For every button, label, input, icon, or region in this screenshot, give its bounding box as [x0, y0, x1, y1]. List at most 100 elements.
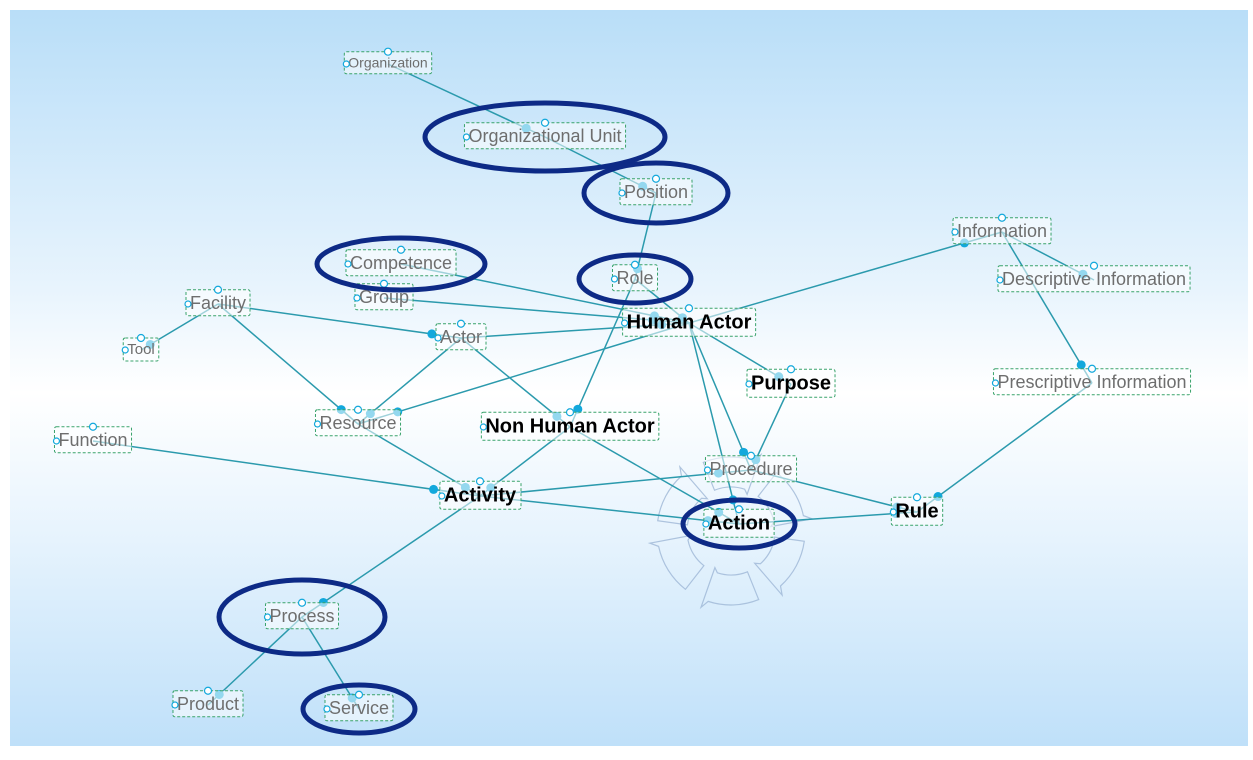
node-non-human-actor[interactable]: Non Human Actor	[479, 408, 660, 441]
connector-ring	[620, 319, 629, 327]
node-label-procedure: Procedure	[709, 459, 792, 479]
connector-ring	[475, 477, 485, 486]
node-prescriptive-information[interactable]: Prescriptive Information	[991, 364, 1192, 396]
node-group[interactable]: Group	[353, 279, 414, 311]
node-label-prescriptive-information: Prescriptive Information	[997, 372, 1186, 392]
node-box-rule	[890, 496, 944, 526]
node-label-role: Role	[616, 268, 653, 288]
connector-ring	[353, 294, 361, 302]
node-position[interactable]: Position	[618, 174, 693, 206]
node-procedure[interactable]: Procedure	[703, 451, 798, 483]
node-tool[interactable]: Tool	[121, 333, 160, 362]
node-service[interactable]: Service	[323, 690, 394, 722]
node-label-actor: Actor	[440, 327, 482, 347]
connector-ring	[184, 300, 192, 308]
node-label-activity: Activity	[444, 484, 517, 506]
node-descriptive-information[interactable]: Descriptive Information	[996, 261, 1191, 293]
connector-ring	[618, 189, 626, 197]
connector-ring	[438, 492, 446, 500]
wheel-segment	[699, 566, 760, 610]
connector-ring	[996, 276, 1004, 284]
edge-layer	[92, 63, 1095, 710]
connector-ring	[565, 408, 575, 417]
node-information[interactable]: Information	[951, 213, 1052, 245]
connector-ring	[88, 422, 98, 431]
connector-ring	[396, 245, 406, 254]
node-activity[interactable]: Activity	[438, 477, 522, 510]
connector-ring	[313, 420, 322, 428]
node-label-process: Process	[269, 606, 334, 626]
node-label-competence: Competence	[350, 253, 452, 273]
node-function[interactable]: Function	[52, 422, 133, 454]
node-label-rule: Rule	[895, 500, 938, 522]
node-product[interactable]: Product	[171, 686, 244, 718]
edge-dot	[1076, 360, 1086, 370]
node-organization[interactable]: Organization	[342, 47, 433, 75]
node-label-organizational-unit: Organizational Unit	[468, 126, 621, 146]
connector-ring	[121, 346, 129, 354]
connector-ring	[479, 423, 487, 431]
node-label-organization: Organization	[348, 55, 427, 71]
connector-ring	[651, 174, 661, 183]
node-box-competence	[345, 249, 457, 277]
node-label-non-human-actor: Non Human Actor	[485, 415, 654, 437]
connector-ring	[912, 493, 922, 502]
connector-ring	[745, 380, 753, 388]
connector-ring	[703, 466, 712, 474]
connector-ring	[746, 451, 756, 460]
edge-function-activity	[92, 440, 481, 497]
edge-human-actor-action	[688, 322, 740, 525]
node-human-actor[interactable]: Human Actor	[620, 304, 757, 337]
connector-ring	[344, 260, 352, 268]
connector-ring	[1087, 364, 1097, 373]
connector-ring	[379, 279, 389, 288]
connector-ring	[434, 334, 442, 342]
node-role[interactable]: Role	[610, 260, 659, 292]
node-box-process	[264, 602, 340, 630]
connector-ring	[263, 613, 272, 621]
node-label-facility: Facility	[190, 293, 246, 313]
node-action[interactable]: Action	[702, 505, 775, 538]
connector-ring	[456, 319, 466, 328]
highlight-layer	[216, 100, 798, 736]
node-label-position: Position	[624, 182, 688, 202]
node-label-function: Function	[58, 430, 127, 450]
node-label-action: Action	[708, 512, 770, 534]
edge-dot	[739, 447, 749, 457]
node-label-information: Information	[957, 221, 1047, 241]
connector-ring	[354, 690, 364, 699]
node-actor[interactable]: Actor	[434, 319, 487, 351]
edge-actor-non-human-actor	[460, 337, 571, 428]
connector-ring	[630, 260, 640, 269]
node-facility[interactable]: Facility	[184, 285, 251, 317]
connector-ring	[171, 701, 179, 709]
edge-human-actor-resource	[357, 322, 690, 425]
node-rule[interactable]: Rule	[889, 493, 944, 526]
node-label-service: Service	[329, 698, 389, 718]
node-process[interactable]: Process	[263, 598, 340, 630]
node-purpose[interactable]: Purpose	[745, 365, 836, 398]
connector-ring	[213, 285, 223, 294]
highlight-ellipse-position	[581, 160, 731, 226]
connector-ring	[734, 505, 744, 514]
connector-ring	[353, 405, 363, 414]
connector-ring	[342, 60, 350, 68]
edge-prescriptive-information-rule	[916, 382, 1093, 513]
node-label-human-actor: Human Actor	[627, 311, 752, 333]
connector-ring	[203, 686, 213, 695]
connector-ring	[52, 437, 61, 445]
node-resource[interactable]: Resource	[313, 405, 402, 437]
highlight-ellipse-organizational-unit	[422, 100, 668, 174]
connector-ring	[951, 228, 959, 236]
node-competence[interactable]: Competence	[344, 245, 457, 277]
highlight-ellipse-action	[680, 497, 798, 551]
edge-dot	[429, 484, 439, 494]
node-box-activity	[439, 480, 522, 510]
node-organizational-unit[interactable]: Organizational Unit	[462, 118, 627, 150]
node-label-product: Product	[177, 694, 239, 714]
connector-ring	[997, 213, 1007, 222]
connector-ring	[786, 365, 796, 374]
wheel-segment	[647, 534, 705, 591]
